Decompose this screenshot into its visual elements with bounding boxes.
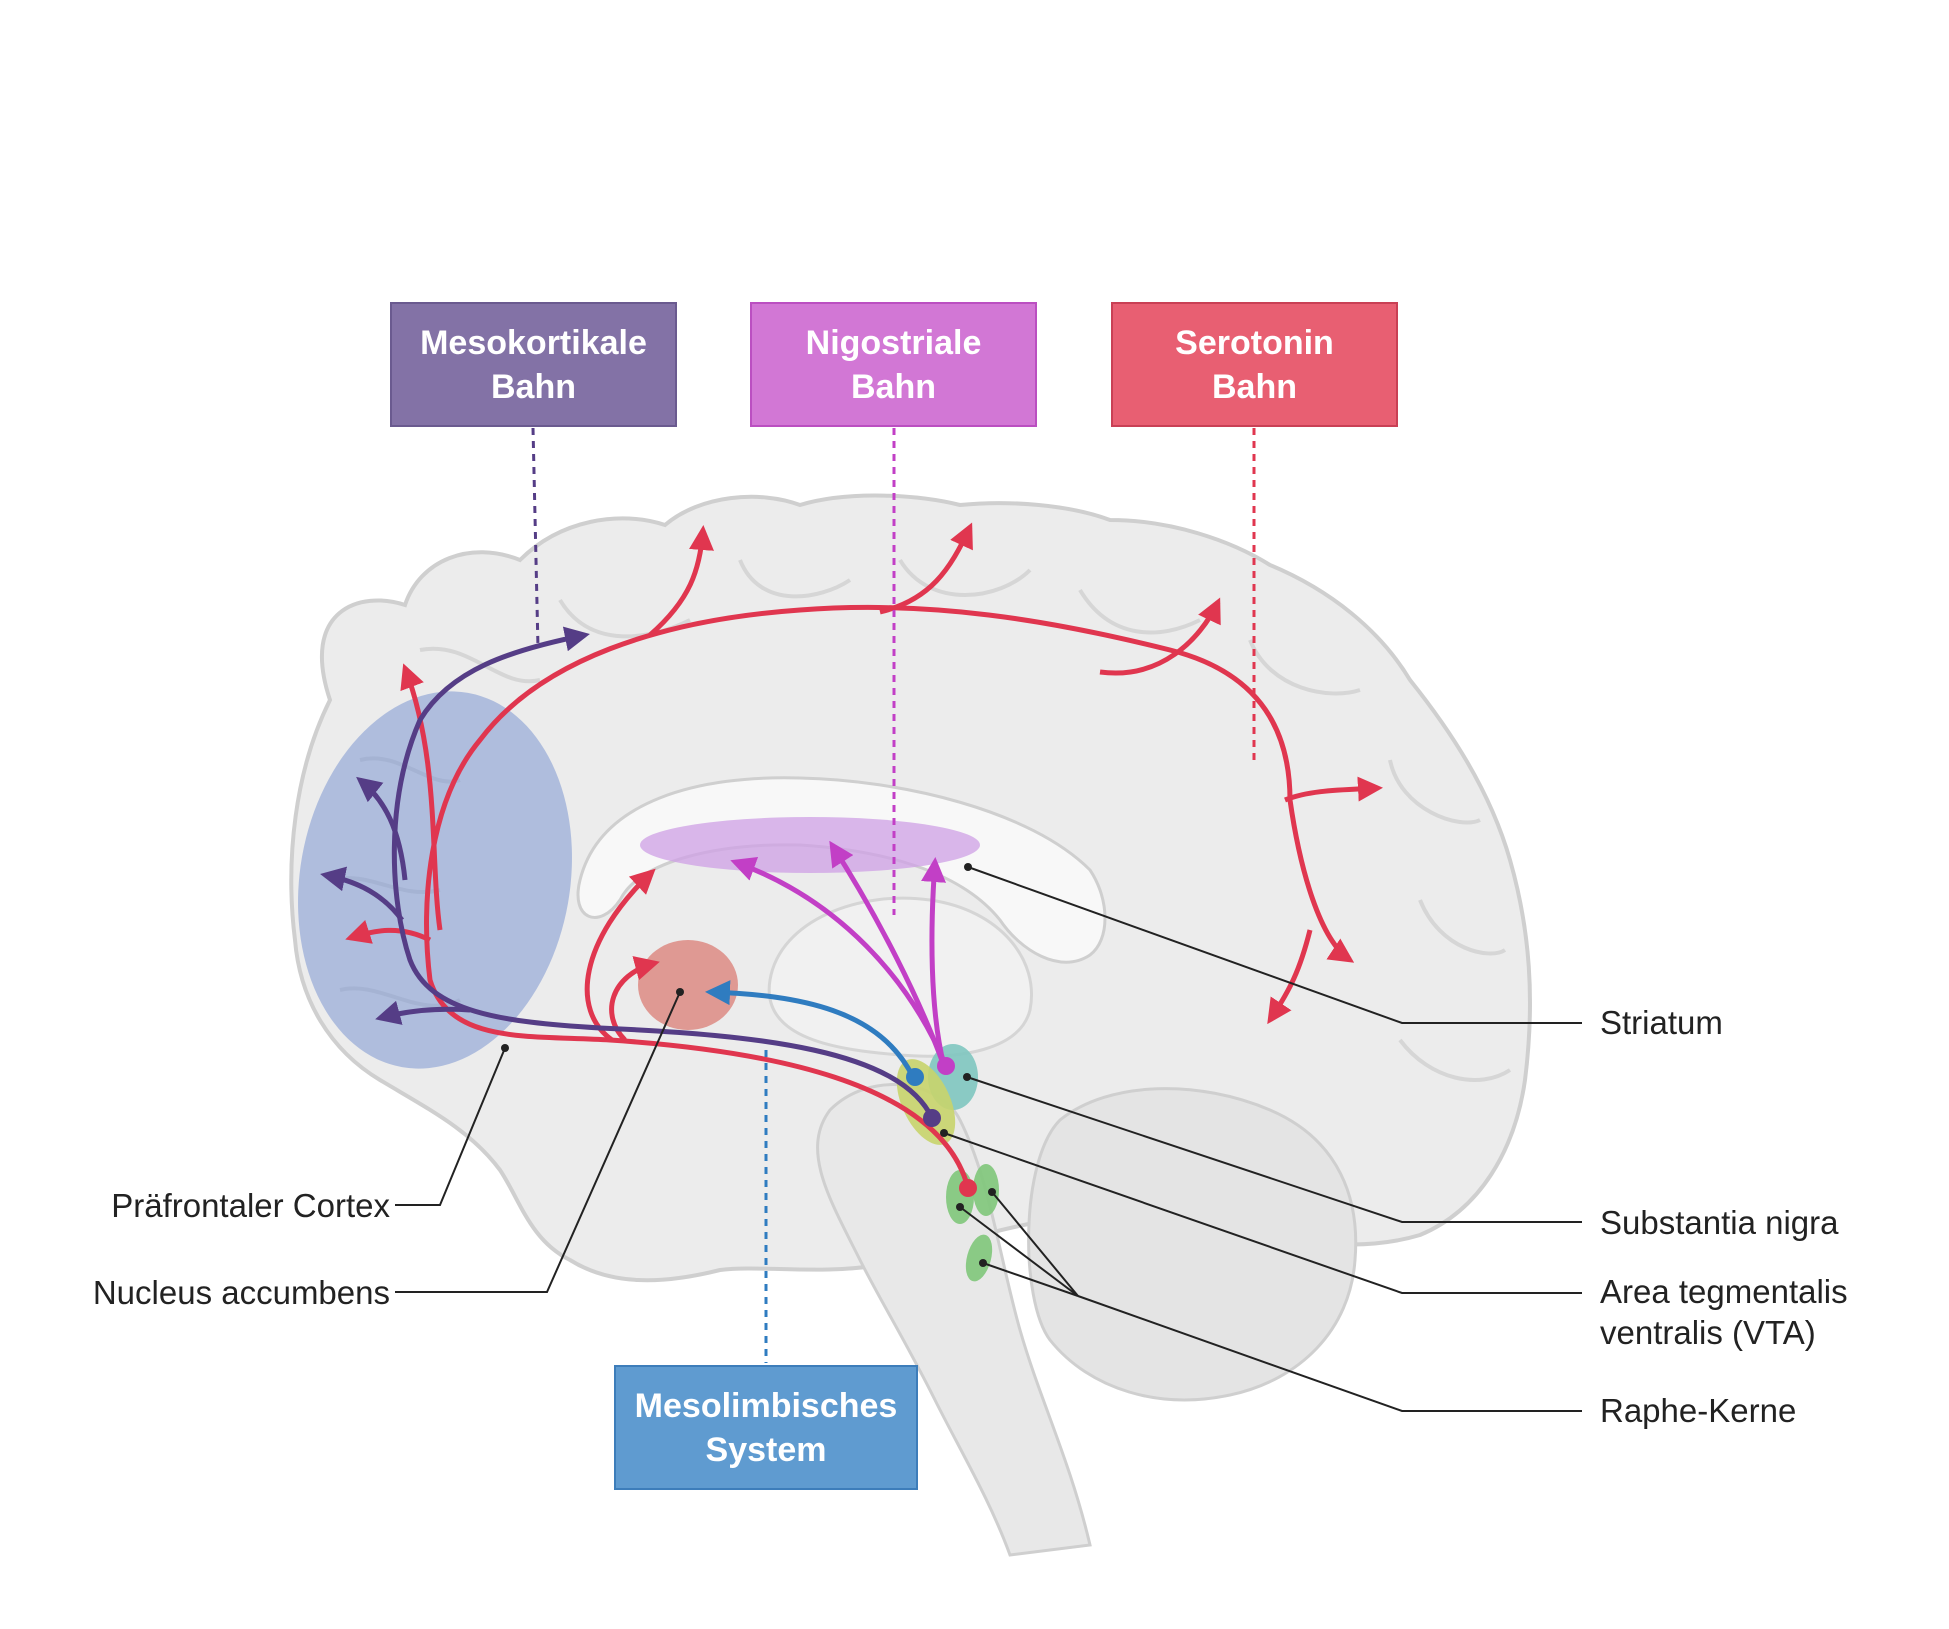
striatum-region	[640, 817, 980, 873]
nigrostriatal-pathway-box: Nigostriale Bahn	[750, 302, 1037, 427]
raphe-nuclei-label: Raphe-Kerne	[1600, 1392, 1797, 1429]
substantia-nigra-label: Substantia nigra	[1600, 1204, 1839, 1241]
mesocortical-pathway	[320, 626, 935, 1120]
serotonin-pathway-box: Serotonin Bahn	[1111, 302, 1398, 427]
leader-dots	[501, 863, 996, 1267]
mesolimbic-origin-dot	[906, 1068, 924, 1086]
vta-label: Area tegmentalis ventralis (VTA)	[1600, 1273, 1848, 1351]
prefrontal-cortex-label: Präfrontaler Cortex	[111, 1187, 390, 1224]
brainstem-shape	[816, 1083, 1092, 1557]
leader-lines	[395, 866, 1582, 1412]
raphe-nucleus-region-1	[946, 1170, 974, 1224]
cerebrum-shape	[289, 493, 1532, 1283]
nucleus-accumbens-label: Nucleus accumbens	[92, 1274, 390, 1311]
mesolimbic-system-box: Mesolimbisches System	[614, 1365, 918, 1490]
raphe-nucleus-region-3	[965, 1234, 993, 1282]
nucleus-accumbens-region	[638, 940, 738, 1030]
striatum-label: Striatum	[1600, 1004, 1723, 1041]
vta-origin-dot	[923, 1109, 941, 1127]
raphe-nucleus-region-2	[973, 1164, 999, 1216]
thalamus-shape	[767, 896, 1033, 1058]
raphe-origin-dot	[959, 1179, 977, 1197]
substantia-nigra-origin-dot	[937, 1057, 955, 1075]
cerebellum-shape	[1027, 1087, 1358, 1402]
mesolimbic-pathway	[705, 980, 916, 1079]
box-connectors	[531, 427, 1256, 1363]
serotonin-pathway	[345, 522, 1383, 1189]
nigrostriatal-pathway	[730, 840, 949, 1067]
mesocortical-pathway-box: Mesokortikale Bahn	[390, 302, 677, 427]
